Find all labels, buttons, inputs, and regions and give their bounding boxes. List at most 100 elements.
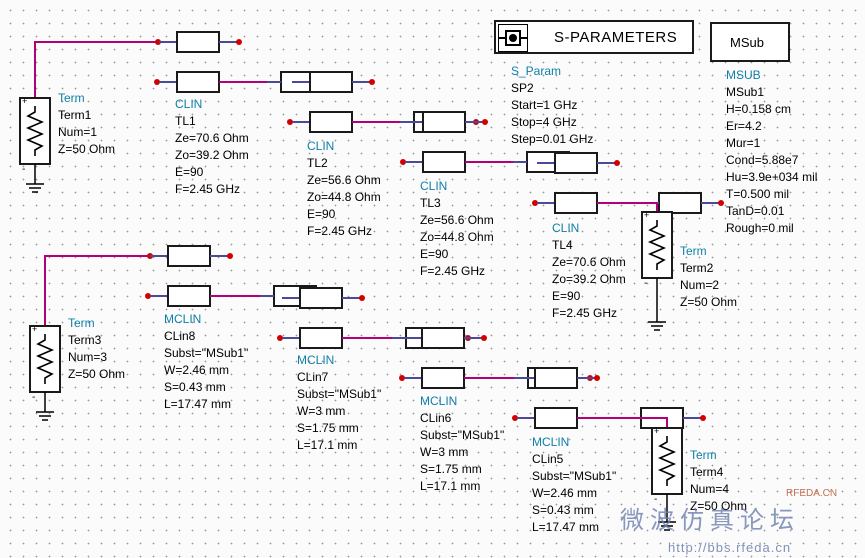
clin8-s: S=0.43 mm <box>164 380 226 394</box>
term1-resistor <box>25 106 45 156</box>
clin8-label: MCLIN CLin8 Subst="MSub1" W=2.46 mm S=0.… <box>164 311 248 413</box>
clin8-upper-line <box>167 245 211 267</box>
tl1-upper-line <box>176 31 220 53</box>
clin7-w: W=3 mm <box>297 404 346 418</box>
term3-resistor <box>35 334 55 384</box>
clin7-type: MCLIN <box>297 353 335 367</box>
tl4-lower-line-2 <box>658 192 702 214</box>
msub-substrate[interactable]: MSub <box>710 22 790 62</box>
tl4-type: CLIN <box>552 221 580 235</box>
term1-type: Term <box>58 91 85 105</box>
clin6-s: S=1.75 mm <box>420 462 482 476</box>
term3-type: Term <box>68 316 95 330</box>
tl4-pin <box>532 200 538 206</box>
tl4-pin <box>614 160 620 166</box>
tl4-e: E=90 <box>552 289 581 303</box>
term1-z: Z=50 Ohm <box>58 142 116 156</box>
term2-plus: + <box>644 210 649 220</box>
term1-name: Term1 <box>58 108 92 122</box>
clin7-pin <box>359 295 365 301</box>
term3-minus: - <box>32 392 35 403</box>
clin5-lower-line-1 <box>534 407 578 429</box>
tl3-label: CLIN TL3 Ze=56.6 Ohm Zo=44.8 Ohm E=90 F=… <box>420 178 494 280</box>
clin5-pin <box>512 415 518 421</box>
tl1-zo: Zo=39.2 Ohm <box>175 148 249 162</box>
clin5-type: MCLIN <box>532 435 570 449</box>
tl1-pin <box>154 79 160 85</box>
msub-param-er: Er=4.2 <box>726 119 762 133</box>
clin7-s: S=1.75 mm <box>297 421 359 435</box>
tl1-pin <box>155 39 161 45</box>
tl3-pin <box>400 159 406 165</box>
tl1-name: TL1 <box>175 114 196 128</box>
tl4-label: CLIN TL4 Ze=70.6 Ohm Zo=39.2 Ohm E=90 F=… <box>552 220 626 322</box>
clin8-name: CLin8 <box>164 329 196 343</box>
clin8-pin <box>227 253 233 259</box>
clin8-l: L=17.47 mm <box>164 397 232 411</box>
tl4-upper-line <box>554 152 598 174</box>
clin6-w: W=3 mm <box>420 445 469 459</box>
tl3-f: F=2.45 GHz <box>420 264 486 278</box>
msub-param-mur: Mur=1 <box>726 136 761 150</box>
clin8-subst: Subst="MSub1" <box>164 346 249 360</box>
term1-plus: + <box>22 96 27 106</box>
clin7-label: MCLIN CLin7 Subst="MSub1" W=3 mm S=1.75 … <box>297 352 381 454</box>
term4-resistor <box>657 436 677 486</box>
term3-wire <box>44 255 150 328</box>
tl4-lower-line-1 <box>554 192 598 214</box>
clin5-name: CLin5 <box>532 452 564 466</box>
tl1-lower-line-1 <box>176 71 220 93</box>
msub-param-cond: Cond=5.88e7 <box>726 153 799 167</box>
tl1-pin <box>236 39 242 45</box>
clin5-w: W=2.46 mm <box>532 486 598 500</box>
tl2-ze: Ze=56.6 Ohm <box>307 173 381 187</box>
clin7-pin <box>277 335 283 341</box>
tl2-name: TL2 <box>307 156 328 170</box>
term2-resistor <box>647 220 667 270</box>
clin7-name: CLin7 <box>297 370 329 384</box>
s-param-type: S_Param <box>511 64 562 78</box>
tl3-pin <box>482 119 488 125</box>
s-param-start: Start=1 GHz <box>511 98 578 112</box>
tl1-f: F=2.45 GHz <box>175 182 241 196</box>
clin7-lower-line-1 <box>299 327 343 349</box>
term3-z: Z=50 Ohm <box>68 367 126 381</box>
term4-name: Term4 <box>690 465 724 479</box>
term4-num: Num=4 <box>690 482 730 496</box>
term4-plus: + <box>654 426 659 436</box>
tl1-e: E=90 <box>175 165 204 179</box>
term1-minus: - <box>22 164 25 175</box>
term1-wire <box>34 41 158 98</box>
clin7-upper-line <box>299 287 343 309</box>
tl3-upper-line <box>422 111 466 133</box>
tl3-zo: Zo=44.8 Ohm <box>420 230 494 244</box>
msub-name: MSub1 <box>726 85 765 99</box>
msub-param-tand: TanD=0.01 <box>726 204 785 218</box>
clin5-upper-line <box>534 367 578 389</box>
tl3-e: E=90 <box>420 247 449 261</box>
tl2-upper-line <box>309 71 353 93</box>
watermark-logo: RFEDA.CN <box>786 488 838 499</box>
term4-wire <box>613 417 668 428</box>
clin6-name: CLin6 <box>420 411 452 425</box>
clin6-upper-line <box>421 327 465 349</box>
s-parameters-title: S-PARAMETERS <box>554 29 678 46</box>
clin5-subst: Subst="MSub1" <box>532 469 617 483</box>
clin5-label: MCLIN CLin5 Subst="MSub1" W=2.46 mm S=0.… <box>532 434 616 536</box>
term1-num: Num=1 <box>58 125 98 139</box>
tl2-lower-line-1 <box>309 111 353 133</box>
term2-type: Term <box>680 244 707 258</box>
s-param-symbol-icon <box>498 24 528 52</box>
clin6-label: MCLIN CLin6 Subst="MSub1" W=3 mm S=1.75 … <box>420 393 504 495</box>
s-param-step: Step=0.01 GHz <box>511 132 594 146</box>
clin5-pin <box>700 415 706 421</box>
term1-label: Term Term1 Num=1 Z=50 Ohm <box>58 90 115 158</box>
clin8-pin <box>145 293 151 299</box>
tl4-name: TL4 <box>552 238 573 252</box>
msub-param-hu: Hu=3.9e+034 mil <box>726 170 818 184</box>
msub-param-h: H=0.158 cm <box>726 102 792 116</box>
s-parameters-controller[interactable]: S-PARAMETERS <box>494 20 694 54</box>
tl4-pin <box>718 200 724 206</box>
